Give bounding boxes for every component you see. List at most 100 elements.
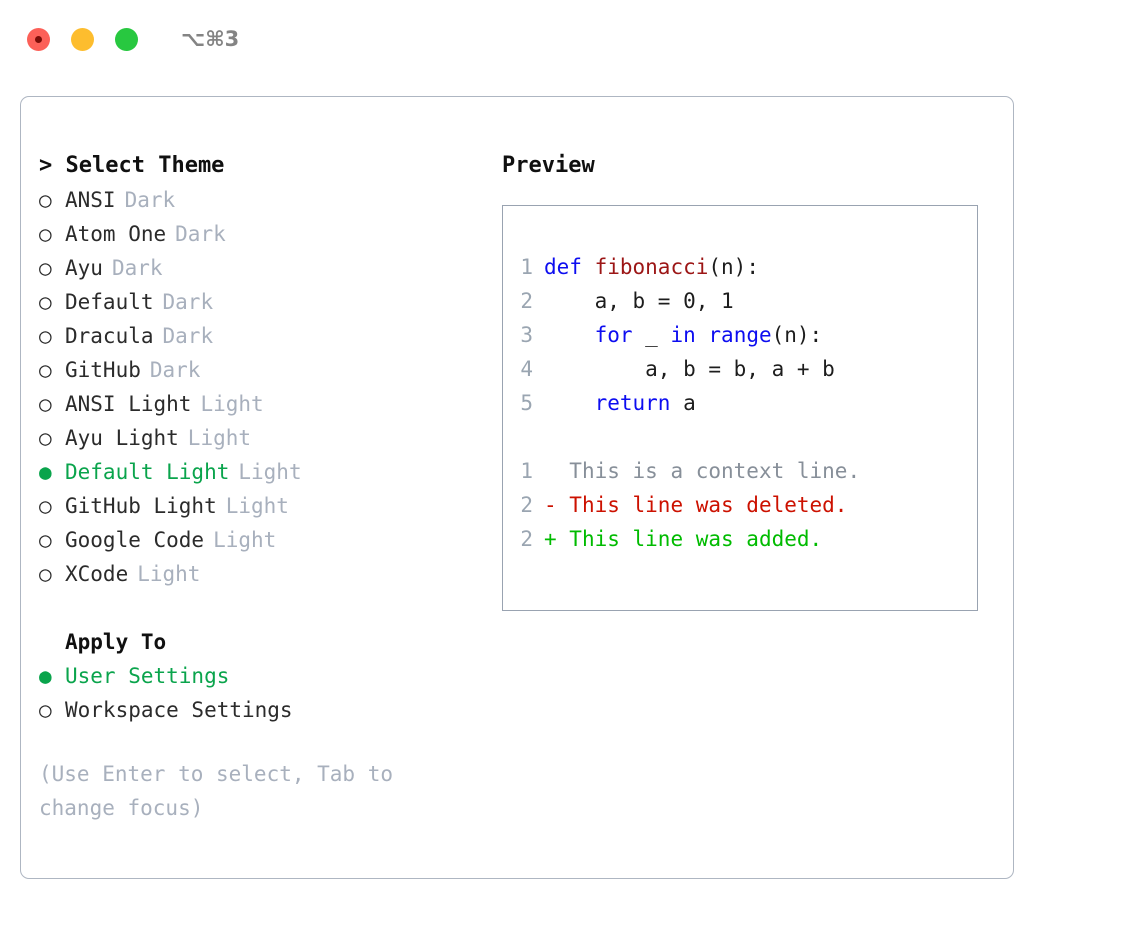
- code-token: fibonacci: [594, 255, 709, 279]
- theme-list-item[interactable]: ● Default Light Light: [39, 455, 499, 489]
- theme-variant-tag: Dark: [111, 256, 163, 280]
- theme-variant-tag: Light: [238, 460, 302, 484]
- code-indent: [544, 323, 595, 347]
- apply-to-options: ● User Settings ○ Workspace Settings: [39, 659, 499, 727]
- theme-variant-tag: Dark: [162, 290, 214, 314]
- diff-sample: 1 This is a context line.2- This line wa…: [503, 454, 977, 556]
- theme-list-item[interactable]: ○ Default Dark: [39, 285, 499, 319]
- select-theme-heading: > Select Theme: [39, 153, 225, 178]
- radio-unselected-icon[interactable]: ○: [39, 562, 52, 586]
- radio-selected-icon[interactable]: ●: [39, 460, 52, 484]
- theme-name-label: Atom One: [65, 222, 167, 246]
- diff-marker: +: [544, 527, 570, 551]
- diff-marker: -: [544, 493, 570, 517]
- code-indent: [544, 391, 595, 415]
- theme-list-item[interactable]: ○ Atom One Dark: [39, 217, 499, 251]
- code-token: in: [670, 323, 696, 347]
- theme-variant-tag: Light: [187, 426, 252, 450]
- diff-marker: [544, 454, 569, 488]
- radio-unselected-icon[interactable]: ○: [39, 222, 52, 246]
- diff-line-number: 1: [520, 459, 533, 483]
- radio-selected-icon[interactable]: ●: [39, 664, 52, 688]
- diff-text: This line was added.: [569, 527, 823, 551]
- code-indent: [544, 357, 645, 381]
- code-token: a, b = b, a + b: [645, 357, 835, 381]
- theme-variant-tag: Light: [225, 494, 289, 518]
- theme-variant-tag: Dark: [124, 188, 176, 212]
- theme-name-label: Ayu Light: [65, 426, 179, 450]
- apply-to-label: Workspace Settings: [65, 698, 293, 722]
- code-token: a: [670, 391, 696, 415]
- code-token: return: [594, 391, 671, 415]
- radio-unselected-icon[interactable]: ○: [39, 528, 52, 552]
- radio-unselected-icon[interactable]: ○: [39, 392, 52, 416]
- code-line-number: 2: [520, 289, 533, 313]
- theme-variant-tag: Light: [200, 392, 264, 416]
- diff-text: This is a context line.: [569, 459, 861, 483]
- apply-to-option[interactable]: ● User Settings: [39, 659, 499, 693]
- theme-name-label: ANSI: [65, 188, 116, 212]
- radio-unselected-icon[interactable]: ○: [39, 494, 52, 518]
- radio-unselected-icon[interactable]: ○: [39, 256, 52, 280]
- theme-name-label: Default Light: [65, 460, 230, 484]
- theme-name-label: GitHub Light: [65, 494, 217, 518]
- theme-name-label: GitHub: [65, 358, 141, 382]
- preview-heading: Preview: [502, 153, 595, 178]
- code-token: _: [632, 323, 671, 347]
- radio-unselected-icon[interactable]: ○: [39, 698, 52, 722]
- theme-name-label: Google Code: [65, 528, 205, 552]
- theme-list-item[interactable]: ○ ANSI Dark: [39, 183, 499, 217]
- diff-line-number: 2: [520, 527, 533, 551]
- maximize-window-icon[interactable]: [115, 27, 138, 51]
- radio-unselected-icon[interactable]: ○: [39, 324, 52, 348]
- code-token: for: [594, 323, 633, 347]
- theme-name-label: Default: [65, 290, 154, 314]
- minimize-window-icon[interactable]: [71, 27, 94, 51]
- theme-variant-tag: Dark: [175, 222, 226, 246]
- code-line-content: return a: [544, 386, 696, 420]
- apply-to-label: User Settings: [65, 664, 230, 688]
- theme-name-label: Ayu: [65, 256, 103, 280]
- theme-list-item[interactable]: ○ Ayu Light Light: [39, 421, 499, 455]
- radio-unselected-icon[interactable]: ○: [39, 358, 52, 382]
- list-spacer: [39, 591, 499, 625]
- theme-name-label: Dracula: [65, 324, 154, 348]
- diff-line: 1 This is a context line.: [503, 454, 977, 488]
- theme-name-label: ANSI Light: [65, 392, 192, 416]
- code-token: range: [708, 323, 772, 347]
- code-line-content: for _ in range(n):: [544, 318, 823, 352]
- traffic-light-buttons: [27, 27, 138, 51]
- code-token: a, b = 0, 1: [594, 289, 734, 313]
- code-line-number: 5: [520, 391, 533, 415]
- code-line-number: 3: [520, 323, 533, 347]
- code-diff-gap: [503, 420, 977, 454]
- radio-unselected-icon[interactable]: ○: [39, 188, 52, 212]
- diff-line: 2- This line was deleted.: [503, 488, 977, 522]
- theme-list-item[interactable]: ○ GitHub Light Light: [39, 489, 499, 523]
- code-token: (n):: [771, 323, 823, 347]
- apply-to-option[interactable]: ○ Workspace Settings: [39, 693, 499, 727]
- close-window-icon[interactable]: [27, 27, 50, 51]
- apply-to-heading: Apply To: [65, 630, 167, 654]
- radio-unselected-icon[interactable]: ○: [39, 426, 52, 450]
- keyboard-shortcut-label: ⌥⌘3: [181, 27, 240, 51]
- diff-text: This line was deleted.: [569, 493, 848, 517]
- radio-unselected-icon[interactable]: ○: [39, 290, 52, 314]
- theme-list-item[interactable]: ○ Ayu Dark: [39, 251, 499, 285]
- diff-line: 2 + This line was added.: [503, 522, 977, 556]
- theme-list-item[interactable]: ○ ANSI Light Light: [39, 387, 499, 421]
- code-line-content: def fibonacci(n):: [544, 250, 759, 284]
